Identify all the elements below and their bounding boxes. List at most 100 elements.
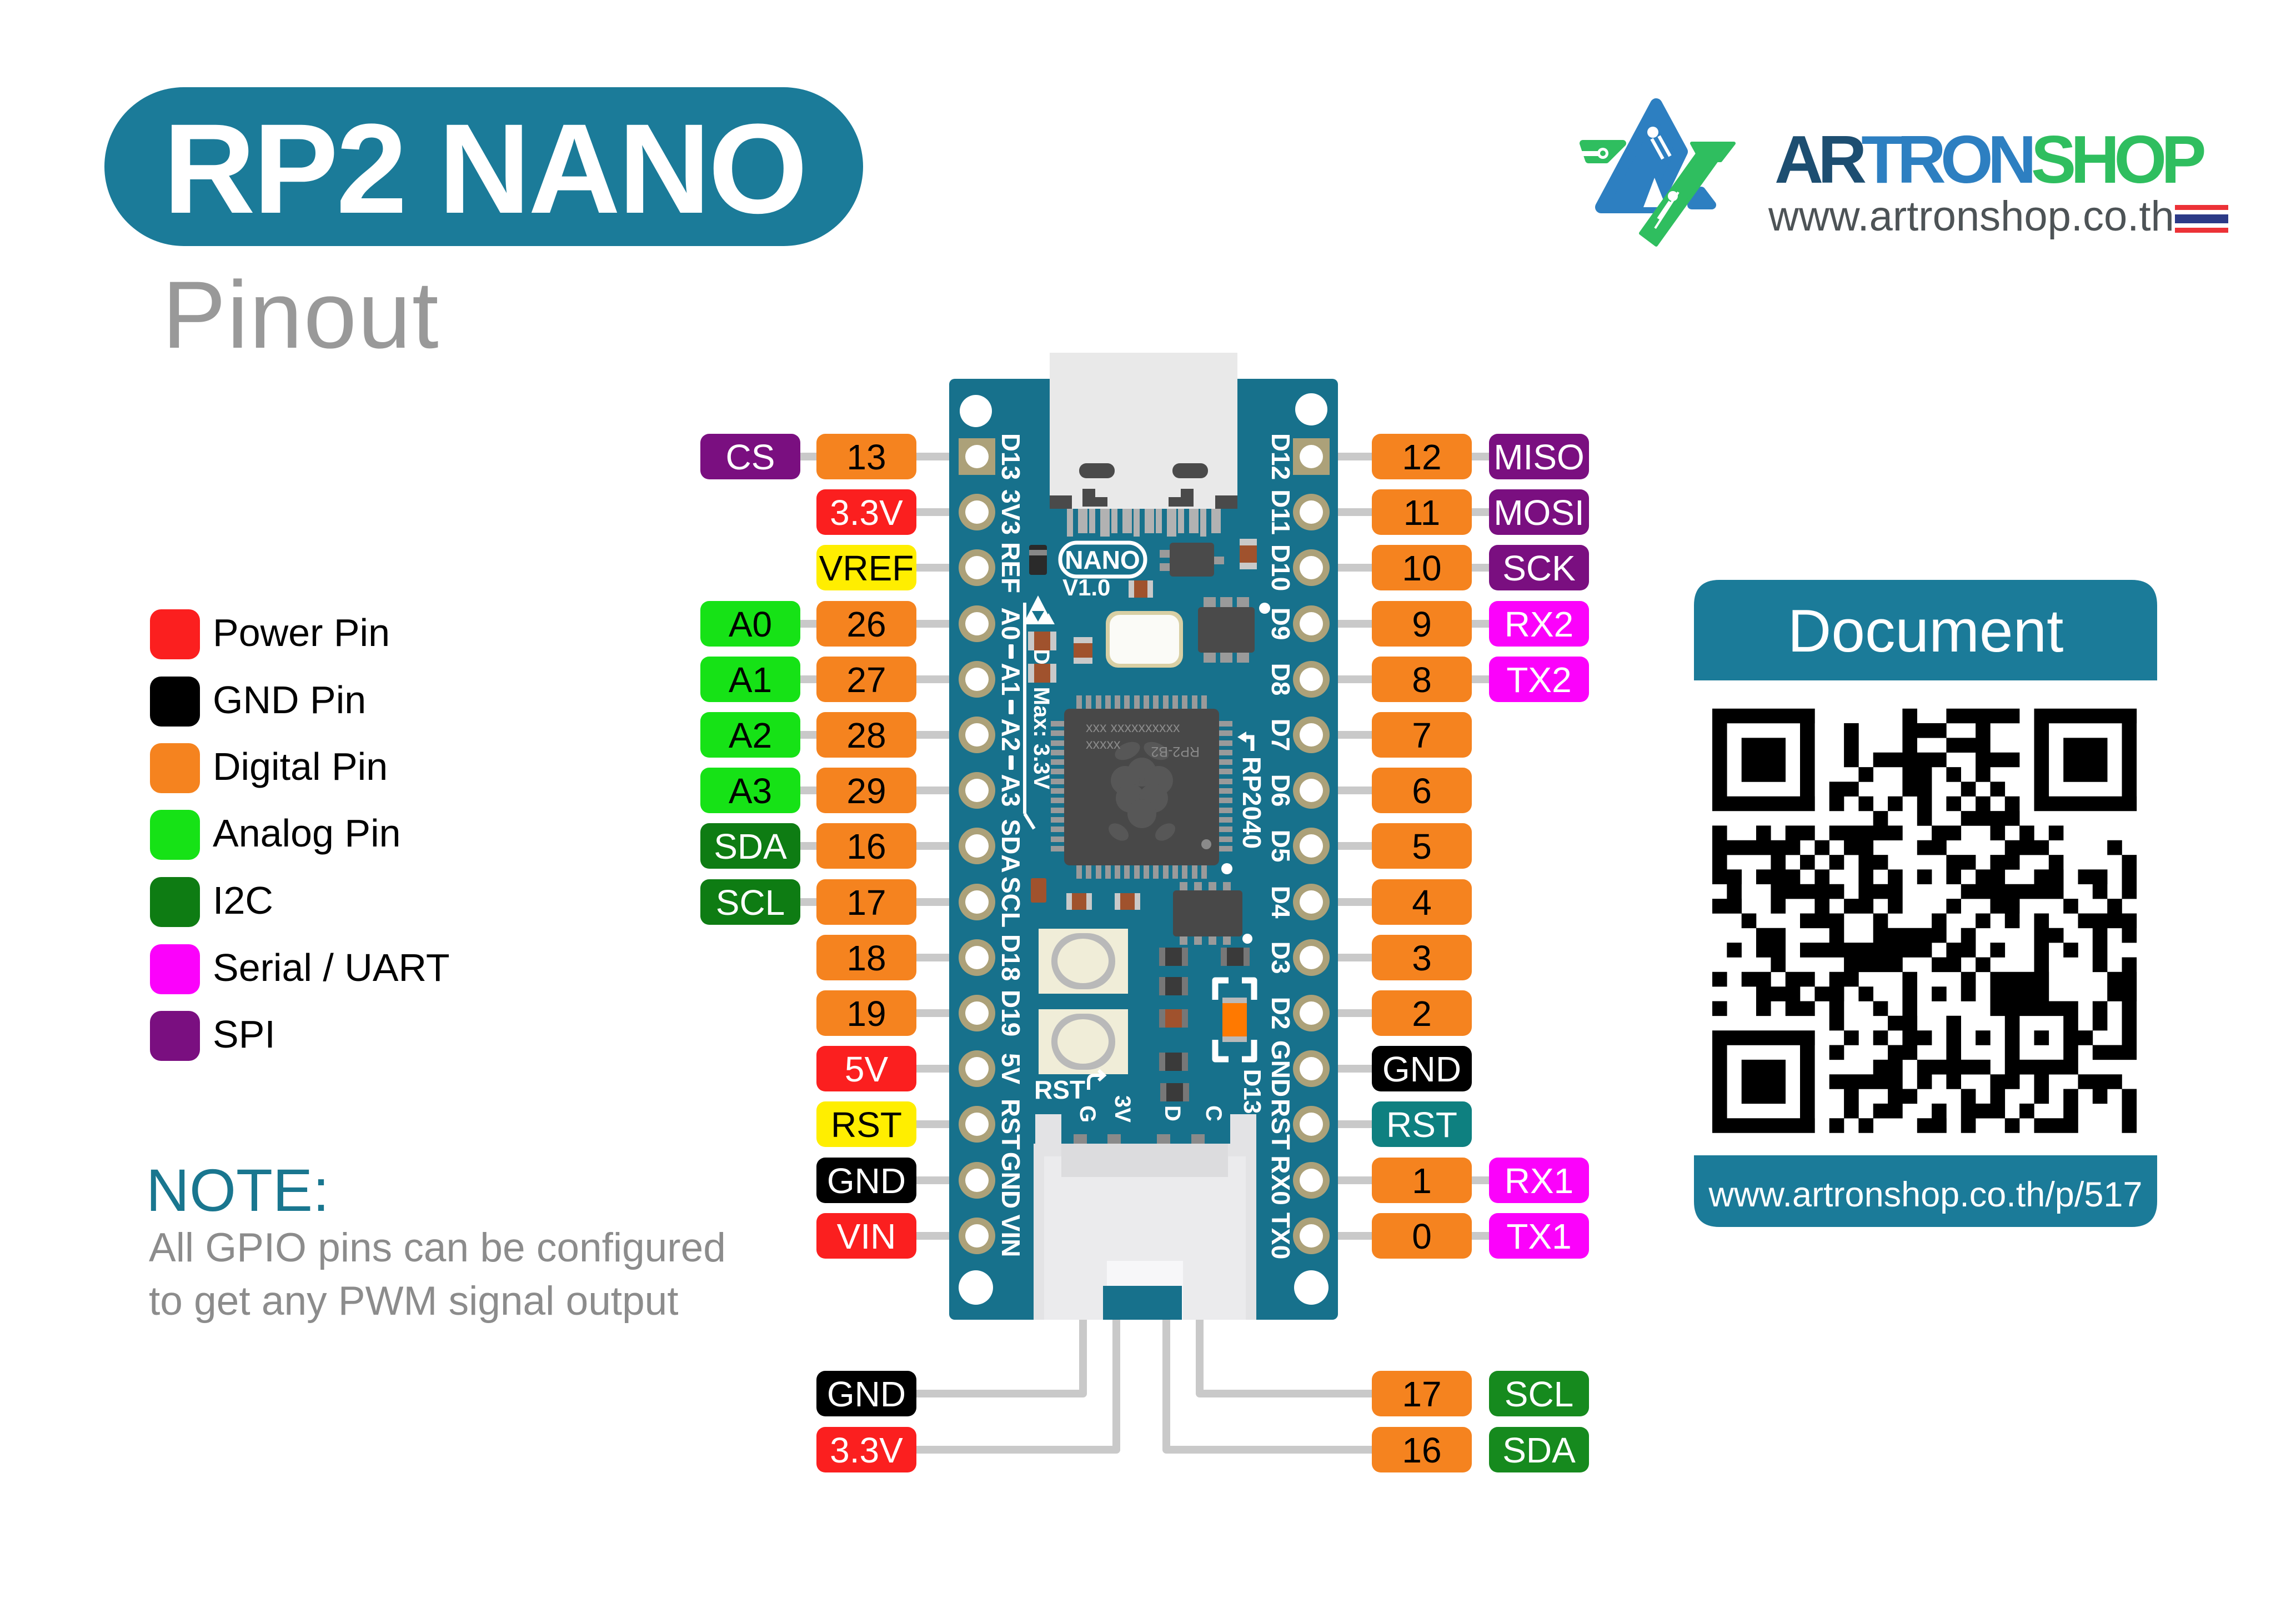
svg-text:RST: RST [1386, 1105, 1457, 1145]
svg-text:D10: D10 [1266, 544, 1295, 591]
svg-text:13: 13 [846, 437, 886, 477]
svg-text:17: 17 [846, 883, 886, 923]
svg-text:3V: 3V [1110, 1095, 1135, 1123]
svg-text:6: 6 [1412, 771, 1432, 811]
svg-text:Document: Document [1788, 597, 2064, 665]
svg-text:5V: 5V [845, 1049, 889, 1089]
svg-text:D6: D6 [1266, 774, 1295, 807]
svg-text:A1: A1 [729, 660, 772, 700]
svg-text:RST: RST [996, 1099, 1025, 1150]
svg-text:27: 27 [846, 660, 886, 700]
svg-text:RP2-B2: RP2-B2 [1151, 744, 1200, 759]
svg-text:D3: D3 [1266, 941, 1295, 974]
svg-text:ADC Max: 3.3V: ADC Max: 3.3V [1029, 633, 1054, 790]
svg-text:5V: 5V [996, 1053, 1025, 1085]
svg-text:3: 3 [1412, 938, 1432, 978]
svg-text:GND: GND [1266, 1040, 1295, 1097]
svg-text:RX1: RX1 [1505, 1161, 1574, 1201]
svg-text:NANO: NANO [1065, 545, 1140, 574]
svg-text:A3: A3 [996, 774, 1025, 807]
svg-text:RST: RST [831, 1105, 902, 1145]
svg-text:D2: D2 [1266, 997, 1295, 1030]
svg-text:GND: GND [827, 1374, 906, 1414]
svg-text:www.artronshop.co.th: www.artronshop.co.th [1768, 193, 2174, 240]
svg-text:D8: D8 [1266, 663, 1295, 696]
svg-text:D: D [1160, 1105, 1185, 1121]
svg-text:12: 12 [1402, 437, 1441, 477]
svg-text:C: C [1201, 1105, 1226, 1121]
svg-text:D18: D18 [996, 934, 1025, 981]
svg-text:RST: RST [1034, 1075, 1085, 1104]
svg-text:G: G [1075, 1105, 1100, 1123]
svg-text:NOTE:: NOTE: [146, 1156, 329, 1224]
svg-text:SCL: SCL [996, 876, 1025, 928]
svg-text:REF: REF [996, 542, 1025, 593]
svg-text:A0: A0 [729, 604, 772, 644]
svg-text:D9: D9 [1266, 608, 1295, 640]
svg-text:V1.0: V1.0 [1062, 574, 1110, 600]
svg-text:Pinout: Pinout [162, 262, 440, 368]
svg-text:16: 16 [846, 826, 886, 866]
svg-text:RX0: RX0 [1266, 1155, 1295, 1205]
svg-text:www.artronshop.co.th/p/517: www.artronshop.co.th/p/517 [1708, 1175, 2143, 1214]
svg-text:11: 11 [1403, 493, 1440, 533]
svg-text:D7: D7 [1266, 719, 1295, 752]
svg-text:xxxxx: xxxxx [1086, 737, 1121, 752]
svg-text:8: 8 [1412, 660, 1432, 700]
svg-text:GND: GND [1382, 1049, 1461, 1089]
svg-text:RX2: RX2 [1505, 604, 1574, 644]
svg-text:xxx xxxxxxxxxx: xxx xxxxxxxxxx [1086, 720, 1180, 735]
svg-text:I2C: I2C [213, 879, 273, 922]
svg-text:A2: A2 [996, 719, 1025, 752]
svg-text:SPI: SPI [213, 1013, 275, 1056]
svg-text:7: 7 [1412, 715, 1432, 755]
svg-text:19: 19 [846, 994, 886, 1034]
svg-text:A3: A3 [729, 771, 772, 811]
svg-text:All GPIO pins can be configure: All GPIO pins can be configured [149, 1225, 726, 1270]
svg-text:to get any PWM signal output: to get any PWM signal output [149, 1279, 679, 1324]
svg-text:VREF: VREF [819, 548, 914, 588]
svg-text:0: 0 [1412, 1216, 1432, 1256]
svg-text:D5: D5 [1266, 830, 1295, 863]
svg-text:SDA: SDA [1502, 1430, 1576, 1470]
svg-text:D19: D19 [996, 990, 1025, 1036]
svg-text:16: 16 [1402, 1430, 1441, 1470]
svg-text:4: 4 [1412, 883, 1432, 923]
svg-text:MOSI: MOSI [1493, 493, 1585, 533]
svg-text:1: 1 [1412, 1161, 1432, 1201]
svg-text:ARTRONSHOP: ARTRONSHOP [1774, 122, 2204, 197]
svg-text:Digital Pin: Digital Pin [213, 745, 388, 788]
svg-text:Analog Pin: Analog Pin [213, 811, 401, 855]
svg-text:RP2 NANO: RP2 NANO [163, 97, 806, 240]
svg-text:SCK: SCK [1502, 548, 1576, 588]
svg-text:28: 28 [846, 715, 886, 755]
svg-text:3.3V: 3.3V [830, 493, 903, 533]
svg-text:A2: A2 [729, 715, 772, 755]
svg-text:GND Pin: GND Pin [213, 678, 366, 722]
svg-text:D11: D11 [1266, 489, 1295, 535]
svg-text:A1: A1 [996, 663, 1025, 696]
svg-text:D4: D4 [1266, 886, 1295, 919]
svg-text:D13: D13 [996, 433, 1025, 480]
svg-text:D13: D13 [1239, 1069, 1266, 1114]
svg-text:MISO: MISO [1493, 437, 1585, 477]
svg-text:VIN: VIN [996, 1215, 1025, 1258]
svg-text:SCL: SCL [1505, 1374, 1574, 1414]
svg-text:SCL: SCL [716, 883, 785, 923]
svg-text:18: 18 [846, 938, 886, 978]
svg-text:GND: GND [996, 1152, 1025, 1209]
svg-text:29: 29 [846, 771, 886, 811]
svg-text:GND: GND [827, 1161, 906, 1201]
svg-text:17: 17 [1402, 1374, 1441, 1414]
svg-text:TX0: TX0 [1266, 1213, 1295, 1259]
svg-text:Power Pin: Power Pin [213, 611, 390, 654]
svg-text:Serial / UART: Serial / UART [213, 946, 450, 989]
svg-text:SDA: SDA [714, 826, 787, 866]
svg-text:D12: D12 [1266, 433, 1295, 480]
svg-text:10: 10 [1402, 548, 1441, 588]
svg-text:2: 2 [1412, 994, 1432, 1034]
svg-text:RP2040: RP2040 [1237, 757, 1266, 849]
svg-text:CS: CS [726, 437, 775, 477]
svg-text:26: 26 [846, 604, 886, 644]
svg-text:3V3: 3V3 [996, 489, 1025, 535]
